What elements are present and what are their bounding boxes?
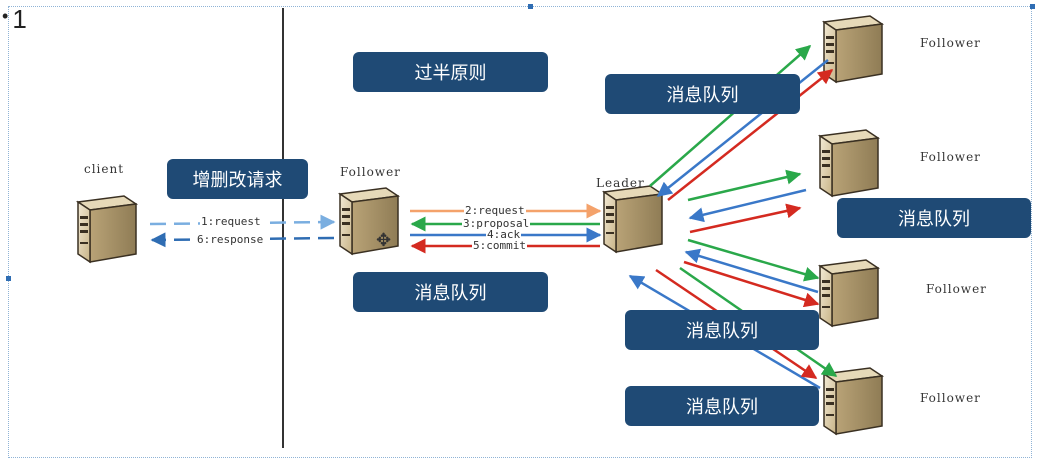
arrow-commit-f1 — [667, 69, 834, 201]
follower-2-label: Follower — [920, 150, 981, 164]
tag-queue-follower-4: 消息队列 — [625, 386, 819, 426]
follower-left-label: Follower — [340, 165, 401, 179]
arrow-commit-f3 — [683, 260, 820, 308]
arrow-client-request — [149, 214, 336, 230]
arrow-ack-f2 — [688, 188, 807, 223]
msg-label-ack-4: 4:ack — [486, 228, 522, 241]
resize-handle-top[interactable] — [528, 4, 533, 9]
tag-queue-follower-2: 消息队列 — [837, 198, 1031, 238]
bullet-icon: • — [2, 6, 9, 26]
tag-queue-follower: 消息队列 — [353, 272, 548, 312]
tag-queue-leader-bottom: 消息队列 — [625, 310, 819, 350]
client-label: client — [84, 162, 125, 176]
arrow-ack-f3 — [684, 248, 819, 294]
slide-number: •1 — [2, 4, 27, 35]
follower-1-label: Follower — [920, 36, 981, 50]
resize-handle-left[interactable] — [6, 276, 11, 281]
msg-label-response-6: 6:response — [196, 233, 265, 246]
arrow-commit-f2 — [689, 203, 802, 234]
msg-label-commit-5: 5:commit — [472, 239, 527, 252]
follower-4-label: Follower — [920, 391, 981, 405]
msg-label-proposal-3: 3:proposal — [462, 217, 531, 230]
arrow-proposal-f3 — [687, 238, 820, 282]
follower-3-label: Follower — [926, 282, 987, 296]
move-cursor-icon: ✥ — [376, 230, 392, 250]
tag-crud-request: 增删改请求 — [167, 159, 308, 199]
msg-label-request-1: 1:request — [200, 215, 262, 228]
arrow-client-response — [150, 232, 335, 248]
arrow-proposal-f2 — [687, 169, 802, 202]
msg-label-request-2: 2:request — [464, 204, 526, 217]
leader-label: Leader — [596, 176, 645, 190]
selection-frame — [8, 6, 1032, 458]
tag-queue-leader-top: 消息队列 — [605, 74, 800, 114]
slide-number-text: 1 — [12, 4, 27, 34]
arrow-proposal-f1 — [649, 45, 812, 187]
tag-majority-rule: 过半原则 — [353, 52, 548, 92]
resize-handle-top-right[interactable] — [1030, 4, 1035, 9]
